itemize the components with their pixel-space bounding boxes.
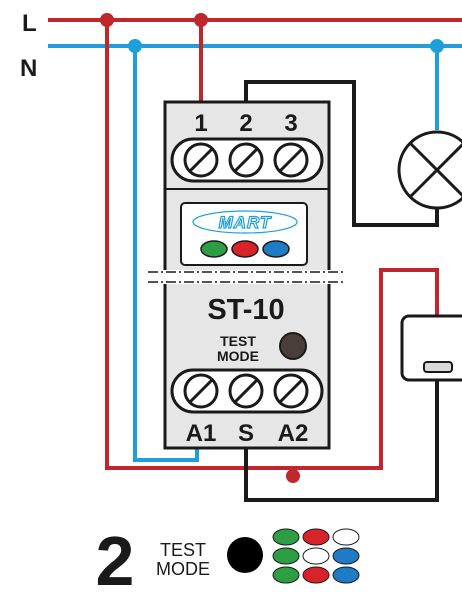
terminal-label-a1: A1	[186, 420, 217, 447]
screw-icon	[228, 142, 264, 178]
step-label-line2: MODE	[156, 559, 210, 579]
model-name: ST-10	[207, 294, 284, 326]
terminal-label-1: 1	[194, 110, 207, 137]
screw-icon	[273, 373, 309, 409]
output-wire-2	[244, 80, 439, 227]
terminal-label-a2: A2	[278, 420, 309, 447]
test-mode-label-line2: MODE	[217, 348, 259, 364]
terminal-label-2: 2	[239, 110, 252, 137]
legend-led	[332, 547, 360, 565]
legend-led	[332, 528, 360, 546]
screw-icon	[273, 142, 309, 178]
led-red	[231, 240, 259, 258]
terminal-label-s: S	[238, 420, 254, 447]
test-mode-label-line1: TEST	[220, 333, 256, 349]
lamp-icon	[397, 130, 462, 210]
legend-led	[332, 566, 360, 584]
led-sequence	[272, 528, 360, 584]
terminal-label-3: 3	[284, 110, 297, 137]
legend-led	[272, 547, 300, 565]
step-label-line1: TEST	[160, 540, 206, 560]
break-gap	[148, 270, 346, 284]
live-load-wire	[293, 268, 439, 470]
screw-icon	[228, 373, 264, 409]
led-green	[200, 240, 228, 258]
junction-dot	[286, 469, 300, 483]
led-blue	[262, 240, 290, 258]
live-line-label: L	[22, 10, 37, 37]
test-button-icon	[227, 537, 263, 573]
screw-icon	[183, 142, 219, 178]
sensor-wire-s	[244, 380, 439, 502]
legend-led	[272, 528, 300, 546]
legend-led	[302, 528, 330, 546]
junction-dot	[100, 13, 114, 27]
test-mode-button[interactable]	[279, 332, 307, 360]
st10-device: 1 2 3 MART ST-10 TEST	[148, 100, 346, 450]
neutral-drop-wire-a1	[133, 46, 199, 462]
screw-icon	[183, 373, 219, 409]
junction-dot	[128, 39, 142, 53]
mart-logo: MART	[219, 213, 272, 232]
neutral-line-label: N	[20, 55, 37, 82]
legend-led	[302, 547, 330, 565]
load-device-icon	[400, 314, 462, 382]
legend-led	[302, 566, 330, 584]
junction-dot	[194, 13, 208, 27]
logo-swoosh	[192, 210, 298, 234]
step-number: 2	[96, 522, 135, 592]
junction-dot	[430, 39, 444, 53]
step-legend: 2 TEST MODE	[96, 522, 360, 592]
live-drop-wire-a2	[105, 20, 293, 470]
legend-led	[272, 566, 300, 584]
